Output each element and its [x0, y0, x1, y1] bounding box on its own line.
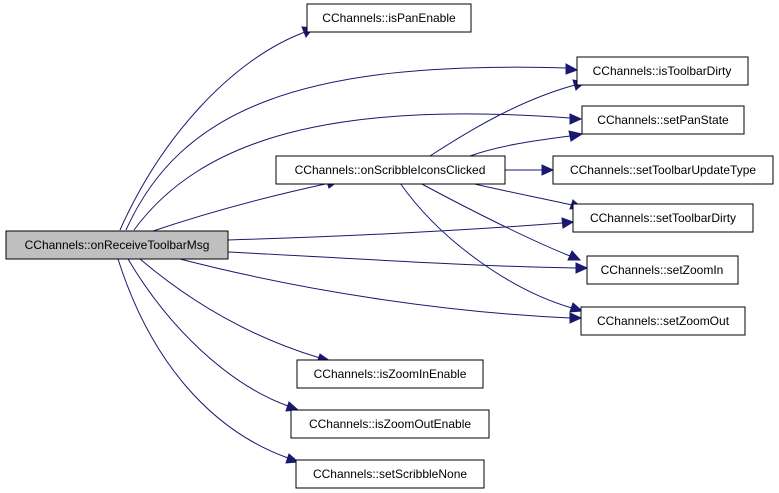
node-label: CChannels::isZoomInEnable	[314, 367, 467, 381]
node-label: CChannels::onReceiveToolbarMsg	[25, 238, 210, 252]
node-label: CChannels::setPanState	[597, 113, 729, 127]
node-label: CChannels::isPanEnable	[322, 11, 456, 25]
edge-root-to-isZoomInEnable	[139, 258, 332, 364]
node-isPanEnable[interactable]: CChannels::isPanEnable	[306, 3, 472, 33]
node-isZoomOutEnable[interactable]: CChannels::isZoomOutEnable	[290, 409, 490, 439]
edge-root-to-setPanState	[133, 113, 583, 231]
node-label: CChannels::setZoomOut	[597, 314, 730, 328]
node-isZoomInEnable[interactable]: CChannels::isZoomInEnable	[296, 359, 484, 389]
node-onScribbleIconsClicked[interactable]: CChannels::onScribbleIconsClicked	[275, 155, 506, 185]
edge-root-to-setZoomOut	[179, 258, 583, 324]
node-onReceiveToolbarMsg[interactable]: CChannels::onReceiveToolbarMsg	[5, 230, 229, 260]
edge-root-to-isZoomOutEnable	[127, 258, 300, 412]
node-setScribbleNone[interactable]: CChannels::setScribbleNone	[295, 459, 485, 489]
edge-onScribbleIconsClicked-to-isToolbarDirty	[429, 79, 587, 157]
node-label: CChannels::isZoomOutEnable	[309, 417, 471, 431]
edge-onScribbleIconsClicked-to-setToolbarUpdateType	[505, 164, 555, 176]
node-label: CChannels::setToolbarDirty	[590, 211, 736, 225]
node-label: CChannels::setScribbleNone	[313, 467, 467, 481]
node-setToolbarUpdateType[interactable]: CChannels::setToolbarUpdateType	[552, 155, 774, 185]
edge-root-to-isToolbarDirty	[125, 63, 579, 231]
node-setToolbarDirty[interactable]: CChannels::setToolbarDirty	[572, 203, 754, 233]
node-setPanState[interactable]: CChannels::setPanState	[581, 105, 745, 135]
edge-root-to-setZoomIn	[227, 251, 589, 274]
edge-onScribbleIconsClicked-to-setZoomOut	[399, 182, 584, 313]
edges-layer	[117, 26, 589, 464]
edge-root-to-isPanEnable	[119, 26, 314, 231]
node-isToolbarDirty[interactable]: CChannels::isToolbarDirty	[576, 56, 749, 86]
edge-onScribbleIconsClicked-to-setPanState	[469, 130, 584, 157]
node-setZoomOut[interactable]: CChannels::setZoomOut	[580, 306, 746, 336]
edge-root-to-setScribbleNone	[117, 258, 300, 464]
edge-onScribbleIconsClicked-to-setToolbarDirty	[469, 182, 584, 210]
node-label: CChannels::setZoomIn	[601, 263, 724, 277]
nodes-layer: CChannels::onReceiveToolbarMsg CChannels…	[5, 3, 774, 489]
edge-root-to-onScribbleIconsClicked	[149, 178, 340, 233]
node-setZoomIn[interactable]: CChannels::setZoomIn	[586, 255, 739, 285]
node-label: CChannels::onScribbleIconsClicked	[295, 163, 486, 177]
edge-root-to-setToolbarDirty	[227, 217, 575, 241]
node-label: CChannels::isToolbarDirty	[593, 64, 732, 78]
edge-onScribbleIconsClicked-to-setZoomIn	[419, 182, 582, 261]
node-label: CChannels::setToolbarUpdateType	[570, 163, 756, 177]
